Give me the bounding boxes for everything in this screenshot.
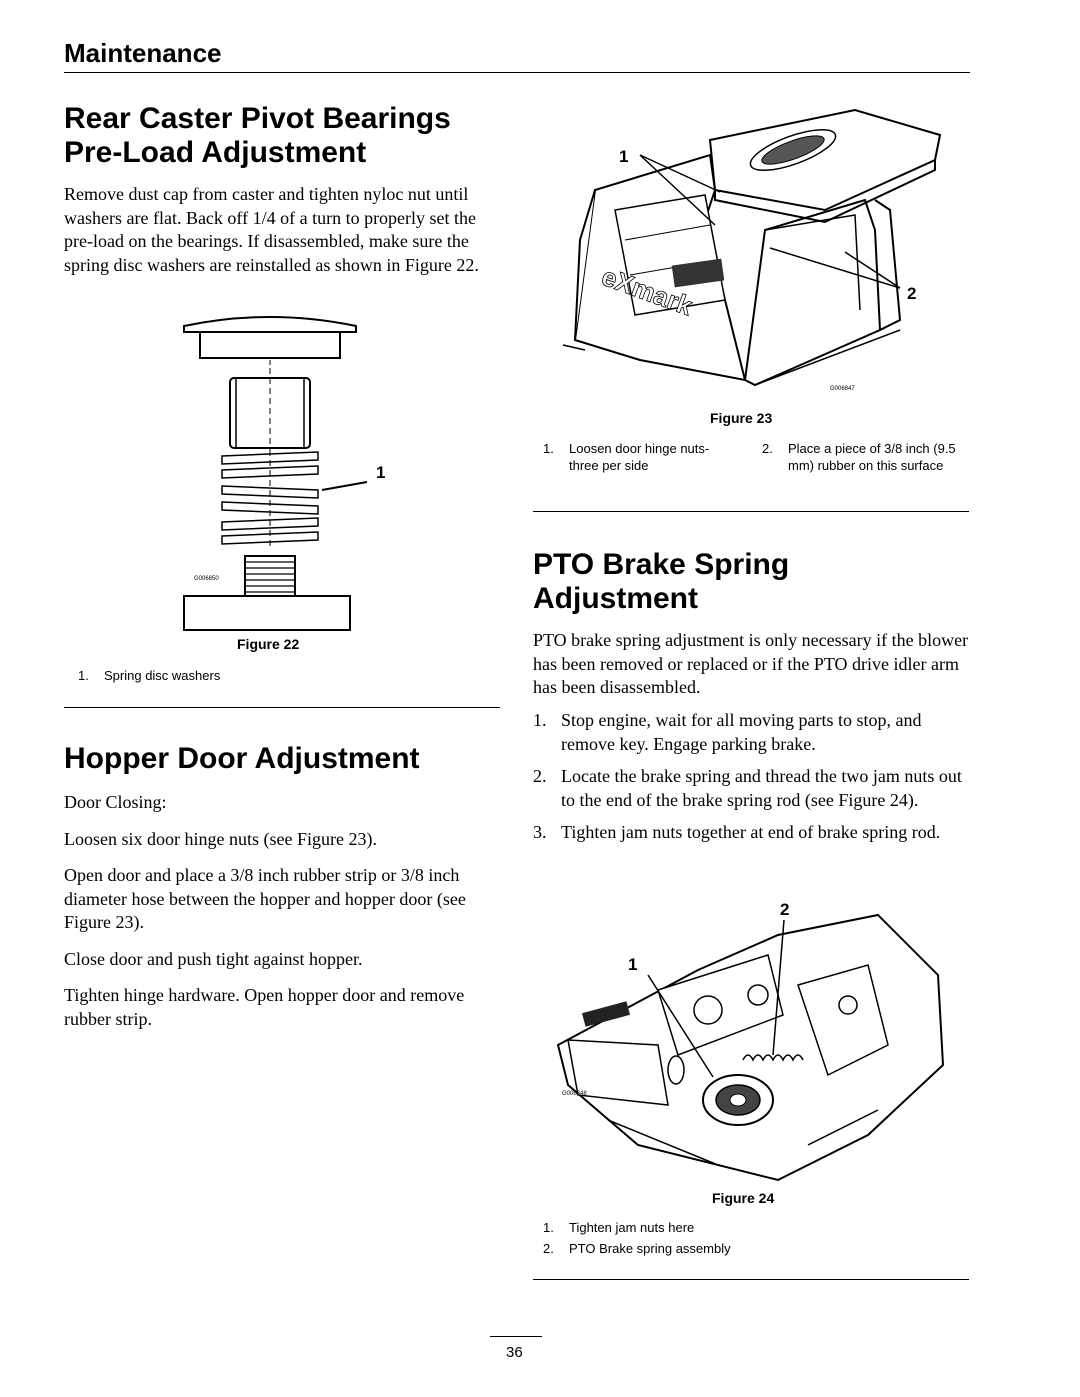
hopper-paragraph: Door Closing: bbox=[64, 792, 167, 812]
pto-title: PTO Brake Spring Adjustment bbox=[533, 548, 963, 616]
hopper-paragraph: Close door and push tight against hopper… bbox=[64, 948, 363, 969]
hopper-body: Door Closing: Loosen six door hinge nuts… bbox=[64, 791, 496, 1031]
hopper-title: Hopper Door Adjustment bbox=[64, 742, 420, 775]
figure23-callout-2: 2 bbox=[907, 284, 916, 303]
figure22-rule bbox=[64, 707, 500, 708]
hopper-lid bbox=[708, 108, 942, 212]
figure22-legend: 1.Spring disc washers bbox=[78, 667, 220, 684]
rear-caster-title-line1: Rear Caster Pivot Bearings bbox=[64, 102, 451, 135]
figure24-illustration: 1 2 G006848 bbox=[556, 900, 945, 1182]
figure24-legend: 1.Tighten jam nuts here 2.PTO Brake spri… bbox=[543, 1219, 731, 1257]
figure22-caption: Figure 22 bbox=[237, 636, 300, 652]
figure23-illustration: eXmark 1 2 G006847 bbox=[562, 108, 942, 392]
figure24-rule bbox=[533, 1279, 969, 1280]
figure23-legend-item: 2.Place a piece of 3/8 inch (9.5 mm) rub… bbox=[762, 441, 956, 473]
figure23-callout-1: 1 bbox=[619, 147, 628, 166]
header-rule bbox=[64, 72, 970, 73]
legend-item: 1.Tighten jam nuts here bbox=[543, 1220, 695, 1235]
brake-spring bbox=[742, 1054, 804, 1062]
section-header: Maintenance bbox=[64, 38, 222, 68]
pto-step: 1.Stop engine, wait for all moving parts… bbox=[533, 710, 922, 754]
pto-step: 2.Locate the brake spring and thread the… bbox=[533, 766, 962, 810]
footer-rule bbox=[490, 1336, 542, 1337]
hopper-paragraph: Tighten hinge hardware. Open hopper door… bbox=[64, 985, 465, 1029]
hopper-paragraph: Open door and place a 3/8 inch rubber st… bbox=[64, 865, 466, 932]
figure24-code: G006848 bbox=[562, 1091, 587, 1097]
figure24-callout-1: 1 bbox=[628, 955, 637, 974]
rear-caster-title: Rear Caster Pivot Bearings Pre-Load Adju… bbox=[64, 102, 504, 170]
figure22-illustration: 1 G006850 bbox=[183, 316, 385, 631]
pto-step: 3.Tighten jam nuts together at end of br… bbox=[533, 822, 941, 842]
pto-title-line1: PTO Brake Spring bbox=[533, 548, 790, 581]
pto-intro: PTO brake spring adjustment is only nece… bbox=[533, 630, 969, 697]
legend-item: 2.PTO Brake spring assembly bbox=[543, 1241, 731, 1256]
figure23-legend-item: 1.Loosen door hinge nuts-three per side bbox=[543, 441, 710, 473]
page-number: 36 bbox=[506, 1344, 523, 1361]
pto-title-line2: Adjustment bbox=[533, 582, 698, 615]
legend-item: 1.Spring disc washers bbox=[78, 668, 221, 683]
caster-base bbox=[183, 595, 351, 631]
pto-steps: 1.Stop engine, wait for all moving parts… bbox=[533, 709, 969, 854]
figure23-rule bbox=[533, 511, 969, 512]
dust-cap bbox=[183, 316, 357, 333]
figure22-code: G006850 bbox=[194, 576, 219, 582]
figure23-caption: Figure 23 bbox=[710, 410, 773, 426]
hopper-paragraph: Loosen six door hinge nuts (see Figure 2… bbox=[64, 828, 377, 849]
rear-caster-title-line2: Pre-Load Adjustment bbox=[64, 136, 367, 169]
rear-caster-body: Remove dust cap from caster and tighten … bbox=[64, 184, 479, 275]
figure24-callout-2: 2 bbox=[780, 900, 789, 919]
figure24-caption: Figure 24 bbox=[712, 1190, 775, 1206]
threaded-stem bbox=[244, 555, 296, 597]
figure22-callout: 1 bbox=[376, 463, 385, 482]
figure23-code: G006847 bbox=[830, 386, 855, 392]
